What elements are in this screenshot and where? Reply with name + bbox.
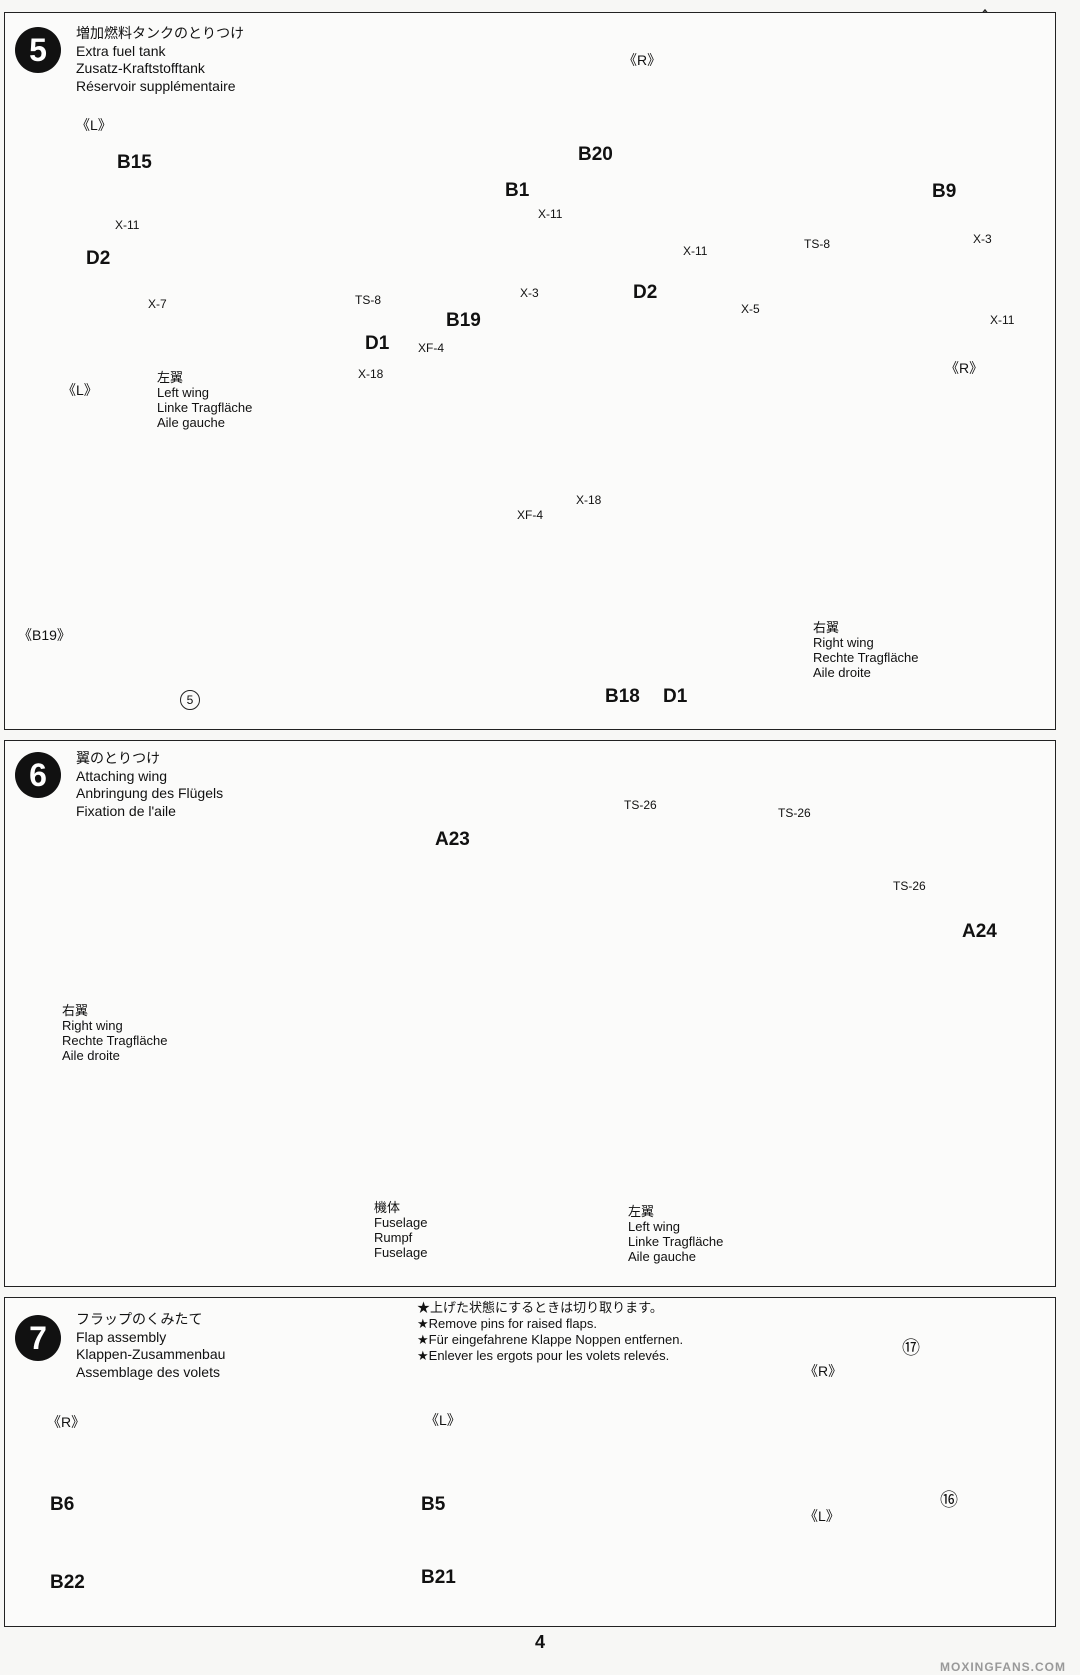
- step7-note-en: ★Remove pins for raised flaps.: [417, 1316, 598, 1331]
- paint-XF-4-b: XF-4: [517, 508, 544, 522]
- step7-note-de: ★Für eingefahrene Klappe Noppen entferne…: [417, 1332, 684, 1347]
- paint-TS-26-a: TS-26: [624, 798, 657, 812]
- step7-note: ★上げた状態にするときは切り取ります。 ★Remove pins for rai…: [417, 1300, 683, 1364]
- step6-right-wing-en: Right wing: [62, 1018, 123, 1033]
- step7-title-jp: フラップのくみたて: [76, 1311, 203, 1327]
- step7-ref-16: ⑯: [940, 1490, 958, 1510]
- step7-badge: 7: [15, 1315, 61, 1361]
- part-B22: B22: [50, 1572, 85, 1593]
- paint-TS-26-c: TS-26: [893, 879, 926, 893]
- step6-title-fr: Fixation de l'aile: [76, 802, 176, 819]
- step5-right-wing-de: Rechte Tragfläche: [813, 650, 919, 665]
- step5-left-wing-fr: Aile gauche: [157, 415, 225, 430]
- step5-side-L2: 《L》: [62, 382, 98, 398]
- paint-X-11-c: X-11: [683, 244, 708, 258]
- part-D1-left: D1: [365, 333, 390, 354]
- step7-side-L: 《L》: [425, 1412, 461, 1428]
- step6-title-en: Attaching wing: [76, 767, 168, 784]
- step6-left-wing-de: Linke Tragfläche: [628, 1234, 724, 1249]
- step6-right-wing-label: 右翼 Right wing Rechte Tragfläche Aile dro…: [62, 1003, 168, 1063]
- step7-panel: [4, 1297, 1056, 1627]
- step5-title: 増加燃料タンクのとりつけ Extra fuel tank Zusatz-Kraf…: [76, 25, 244, 95]
- part-B19: B19: [446, 310, 481, 331]
- step7-title-en: Flap assembly: [76, 1328, 167, 1345]
- step6-right-wing-fr: Aile droite: [62, 1048, 120, 1063]
- step7-side-L2: 《L》: [804, 1508, 840, 1524]
- step7-ref-17: ⑰: [902, 1338, 920, 1358]
- step7-note-fr: ★Enlever les ergots pour les volets rele…: [417, 1348, 670, 1363]
- step5-side-R: 《R》: [623, 52, 662, 68]
- step5-left-wing-label: 左翼 Left wing Linke Tragfläche Aile gauch…: [157, 370, 252, 430]
- step5-badge: 5: [15, 27, 61, 73]
- part-B1: B1: [505, 180, 530, 201]
- step5-b19-ref: 5: [180, 690, 200, 710]
- step6-left-wing-en: Left wing: [628, 1219, 681, 1234]
- part-D2-right: D2: [633, 282, 658, 303]
- paint-X-11-a: X-11: [115, 218, 140, 232]
- step6-left-wing-jp: 左翼: [628, 1204, 655, 1219]
- step5-left-wing-de: Linke Tragfläche: [157, 400, 253, 415]
- step6-title-de: Anbringung des Flügels: [76, 785, 224, 801]
- paint-X-3-b: X-3: [973, 232, 992, 246]
- paint-X-7: X-7: [148, 297, 167, 311]
- step7-note-jp: ★上げた状態にするときは切り取ります。: [417, 1300, 663, 1315]
- step5-side-L: 《L》: [76, 117, 112, 133]
- step6-right-wing-de: Rechte Tragfläche: [62, 1033, 168, 1048]
- step6-badge: 6: [15, 752, 61, 798]
- paint-TS-26-b: TS-26: [778, 806, 811, 820]
- step5-side-R2: 《R》: [945, 360, 984, 376]
- step7-title: フラップのくみたて Flap assembly Klappen-Zusammen…: [76, 1311, 225, 1381]
- step5-right-wing-en: Right wing: [813, 635, 874, 650]
- step6-left-wing-fr: Aile gauche: [628, 1249, 696, 1264]
- step7-title-de: Klappen-Zusammenbau: [76, 1346, 226, 1362]
- step5-right-wing-fr: Aile droite: [813, 665, 871, 680]
- step5-title-de: Zusatz-Kraftstofftank: [76, 60, 205, 76]
- step5-left-wing-en: Left wing: [157, 385, 210, 400]
- step7-side-R: 《R》: [47, 1414, 86, 1430]
- part-B6: B6: [50, 1494, 75, 1515]
- step7-title-fr: Assemblage des volets: [76, 1363, 220, 1380]
- paint-X-18-a: X-18: [358, 367, 384, 381]
- part-D2-left: D2: [86, 248, 111, 269]
- paint-X-3-a: X-3: [520, 286, 539, 300]
- part-B15: B15: [117, 152, 152, 173]
- paint-X-11-d: X-11: [990, 313, 1015, 327]
- part-B21: B21: [421, 1567, 456, 1588]
- paint-X-5: X-5: [741, 302, 760, 316]
- paint-XF-4-a: XF-4: [418, 341, 445, 355]
- part-B20: B20: [578, 144, 613, 165]
- step6-fuselage-fr: Fuselage: [374, 1245, 428, 1260]
- paint-TS-8-a: TS-8: [355, 293, 382, 307]
- part-A23: A23: [435, 829, 470, 850]
- step6-title: 翼のとりつけ Attaching wing Anbringung des Flü…: [76, 750, 223, 820]
- step6-panel: [4, 740, 1056, 1287]
- step6-title-jp: 翼のとりつけ: [76, 750, 161, 766]
- paint-TS-8-b: TS-8: [804, 237, 831, 251]
- step5-title-fr: Réservoir supplémentaire: [76, 77, 236, 94]
- paint-X-11-b: X-11: [538, 207, 563, 221]
- step5-title-en: Extra fuel tank: [76, 42, 166, 59]
- step6-right-wing-jp: 右翼: [62, 1003, 89, 1018]
- step6-fuselage-en: Fuselage: [374, 1215, 428, 1230]
- part-B18: B18: [605, 686, 640, 707]
- step5-panel: [4, 12, 1056, 730]
- page-number: 4: [534, 1632, 545, 1652]
- paint-X-18-b: X-18: [576, 493, 602, 507]
- step7-side-R2: 《R》: [804, 1363, 843, 1379]
- step5-title-jp: 増加燃料タンクのとりつけ: [76, 25, 245, 41]
- step6-fuselage-de: Rumpf: [374, 1230, 413, 1245]
- part-D1-right: D1: [663, 686, 688, 707]
- step6-fuselage-jp: 機体: [374, 1200, 401, 1215]
- part-A24: A24: [962, 921, 997, 942]
- step5-right-wing-jp: 右翼: [813, 620, 840, 635]
- step6-fuselage-label: 機体 Fuselage Rumpf Fuselage: [374, 1200, 427, 1260]
- step5-b19-detail-label: 《B19》: [18, 627, 71, 643]
- watermark: MOXINGFANS.COM: [940, 1660, 1067, 1674]
- step5-left-wing-jp: 左翼: [157, 370, 184, 385]
- step6-left-wing-label: 左翼 Left wing Linke Tragfläche Aile gauch…: [628, 1204, 723, 1264]
- step5-right-wing-label: 右翼 Right wing Rechte Tragfläche Aile dro…: [813, 620, 919, 680]
- part-B9: B9: [932, 181, 957, 202]
- part-B5: B5: [421, 1494, 446, 1515]
